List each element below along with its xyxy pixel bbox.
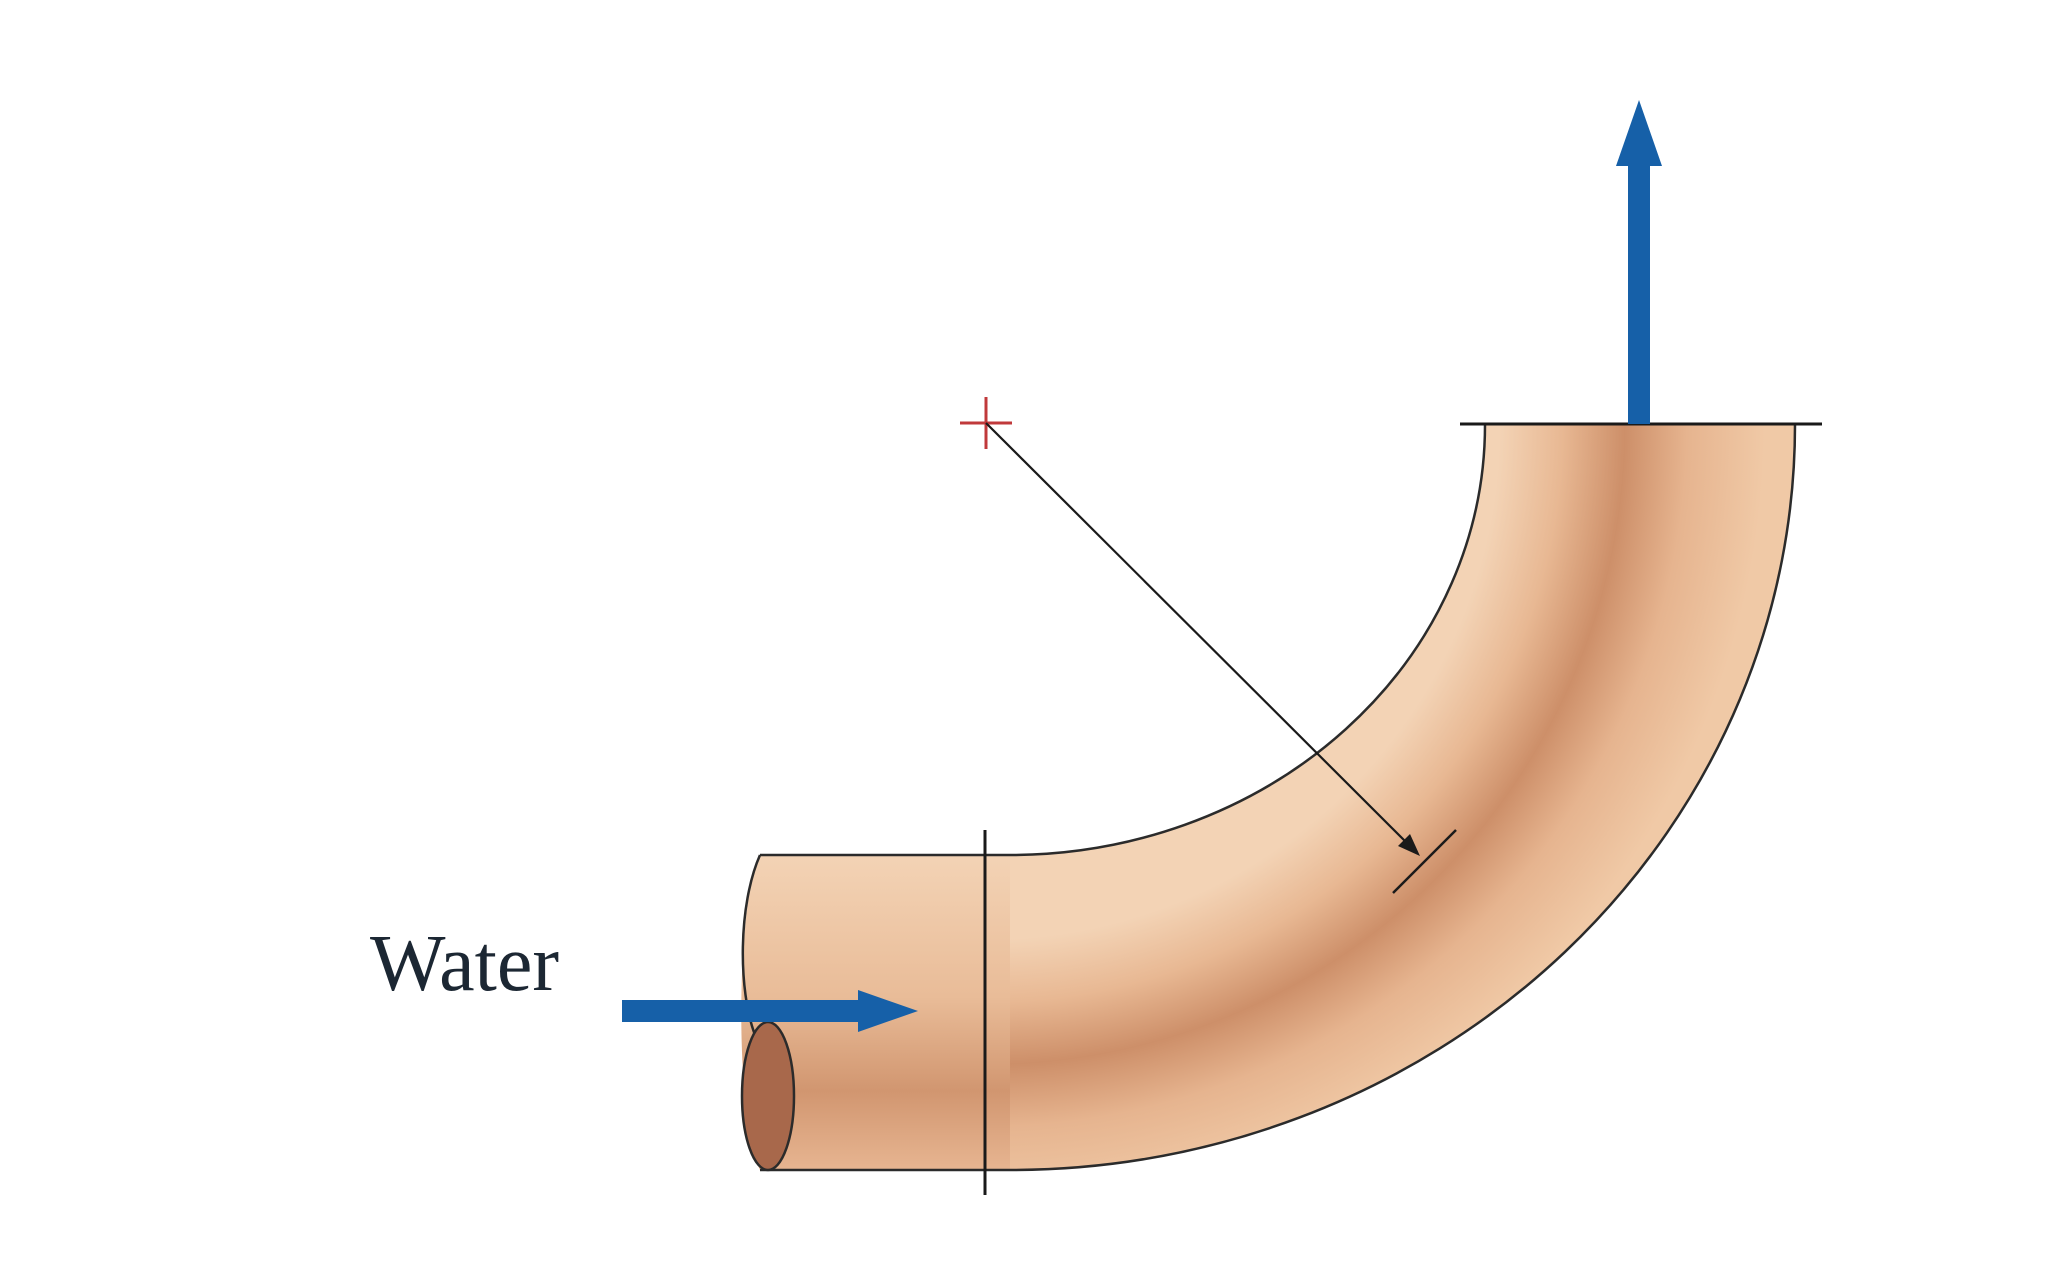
pipe-open-end [740, 1020, 796, 1172]
inlet-flow-arrow-icon [622, 990, 918, 1032]
pipe-bend-inner-edge [1009, 424, 1487, 857]
pipe-bend-section [1010, 425, 1795, 1170]
outlet-flow-arrow-icon [1616, 100, 1662, 424]
inlet-label: Water [370, 920, 559, 1008]
pipe-bend-outer-edge [1009, 424, 1797, 1172]
bend-radius-dimension [985, 422, 1457, 894]
